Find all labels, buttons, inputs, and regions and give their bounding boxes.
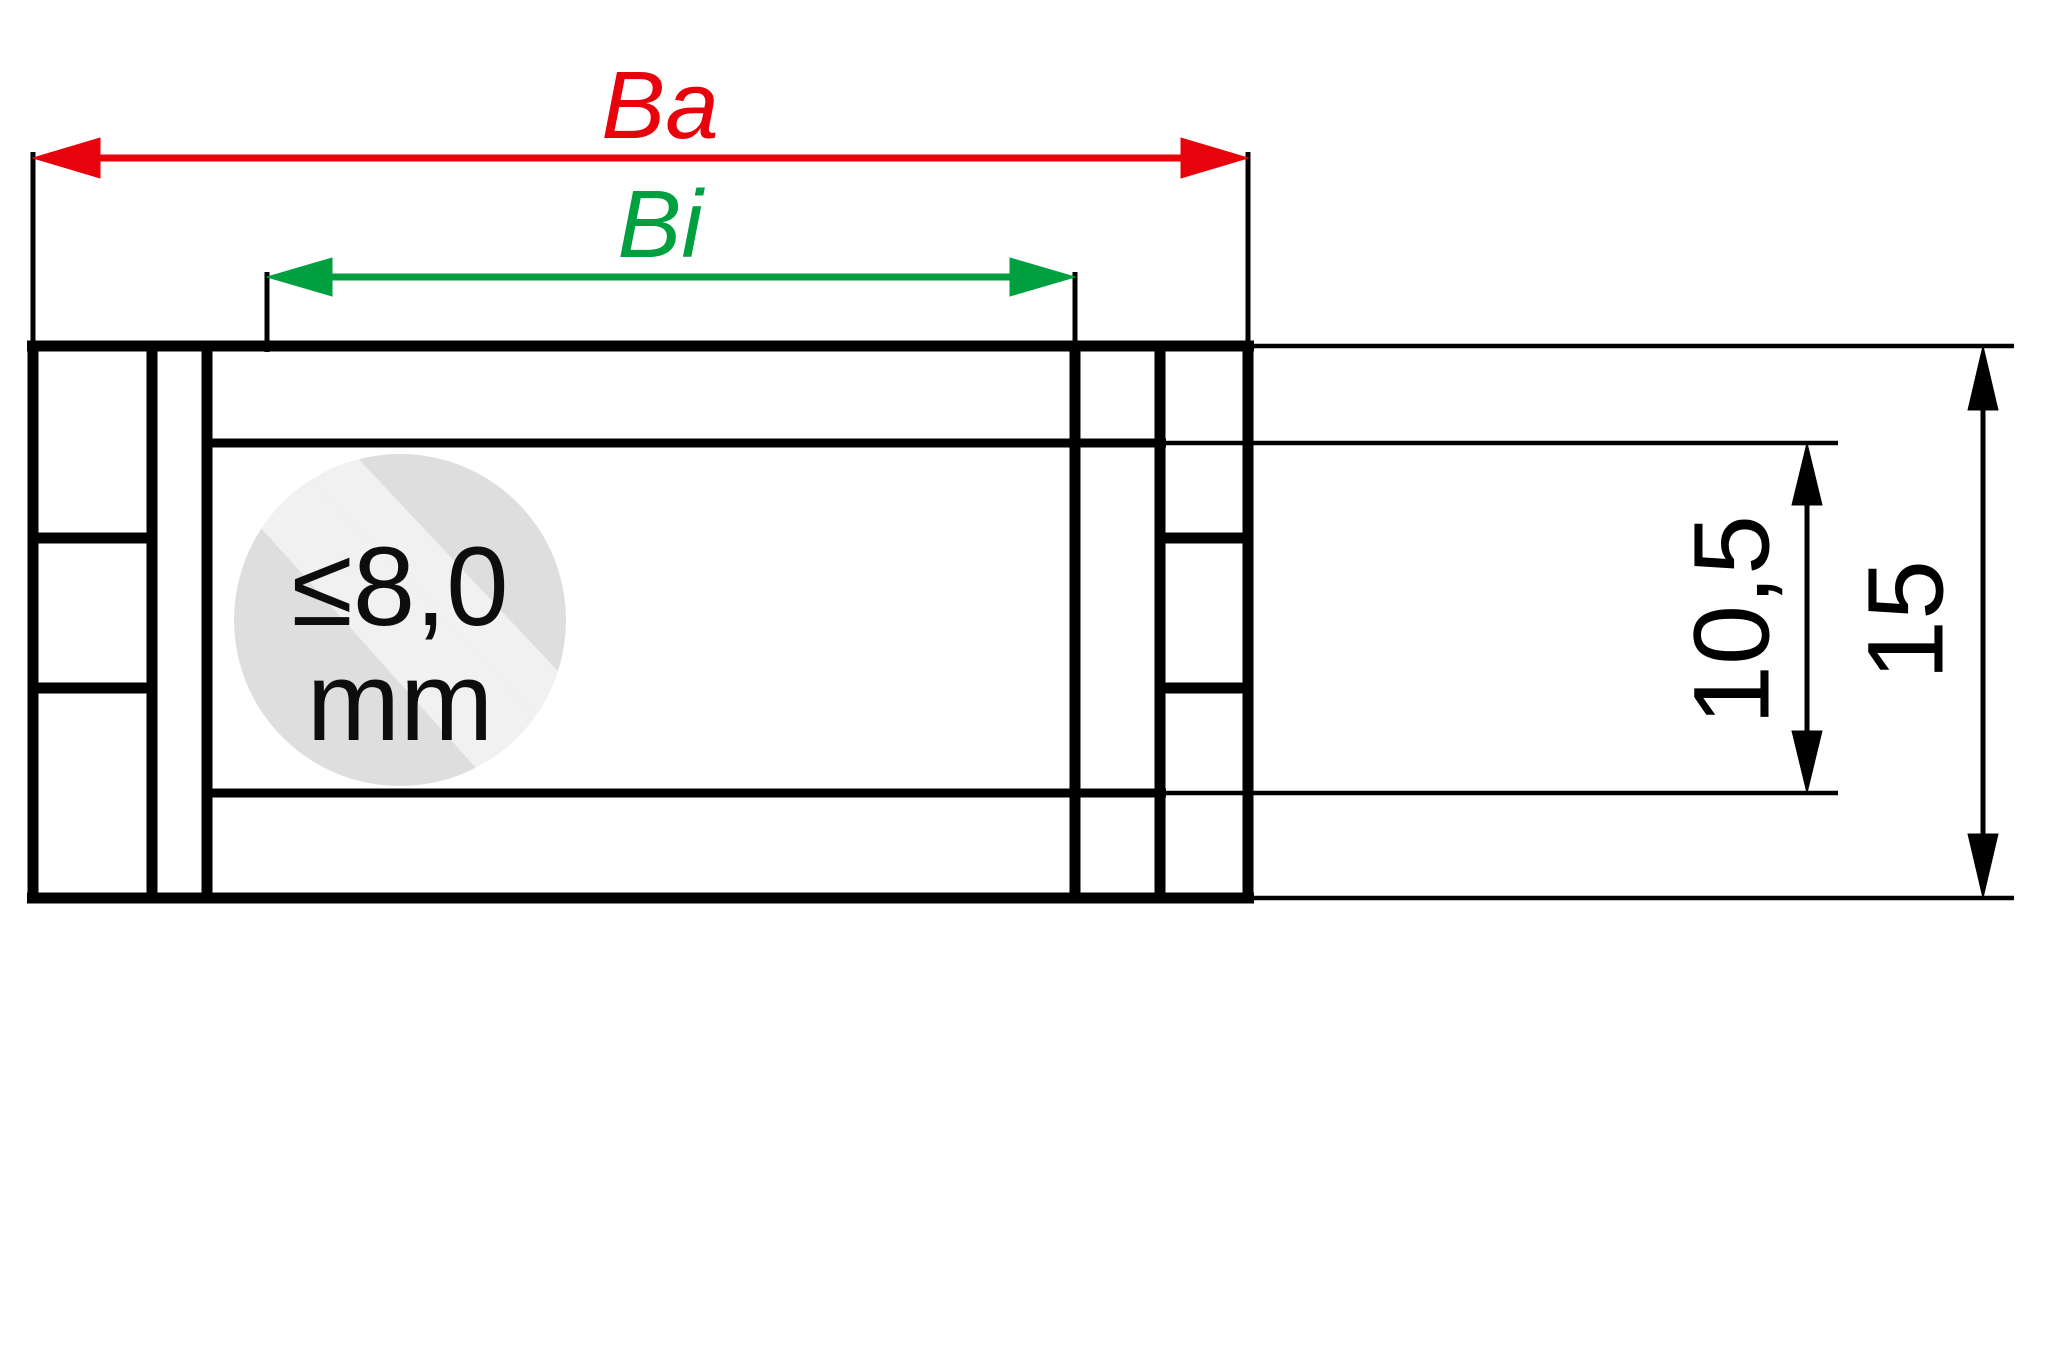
outer-height-arrowhead-top — [1967, 345, 1999, 411]
badge-text-group: ≤8,0 mm — [291, 524, 508, 764]
ba-arrowhead-left — [31, 137, 101, 179]
bi-label: Bi — [617, 171, 705, 278]
dimension-bi: Bi — [264, 171, 1078, 352]
badge-stripe — [236, 468, 560, 786]
bearing-geometry — [27, 340, 1254, 904]
ba-label: Ba — [601, 52, 718, 159]
outer-height-label: 15 — [1845, 560, 1966, 680]
badge-stripe-group — [236, 454, 566, 786]
dimension-height-inner: 10,5 — [1166, 440, 1838, 796]
badge-line2-text: mm — [307, 639, 494, 764]
max-width-badge — [234, 454, 566, 786]
bi-arrowhead-right — [1009, 257, 1077, 297]
dimension-ba: Ba — [30, 52, 1251, 352]
badge-line1-text: ≤8,0 — [291, 524, 508, 649]
ba-arrowhead-right — [1180, 137, 1250, 179]
badge-stripe-secondary — [300, 454, 566, 740]
bi-arrowhead-left — [265, 257, 333, 297]
inner-height-label: 10,5 — [1671, 515, 1792, 725]
inner-height-arrowhead-top — [1791, 442, 1823, 506]
dimension-height-outer: 15 — [1248, 343, 2014, 901]
inner-height-arrowhead-bottom — [1791, 730, 1823, 794]
outer-height-arrowhead-bottom — [1967, 833, 1999, 899]
